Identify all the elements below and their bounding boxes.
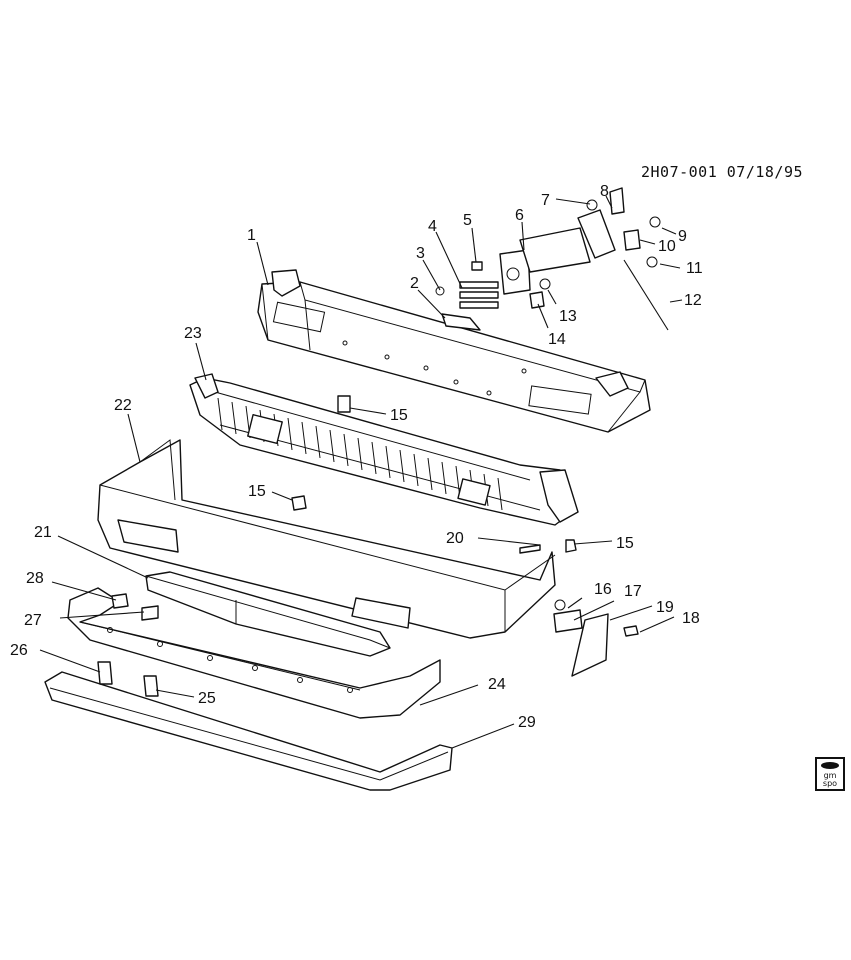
part-energy-absorber [189, 373, 579, 526]
callout-19: 19 [656, 599, 674, 616]
callout-25: 25 [198, 690, 216, 707]
gm-spo-logo: gm spo [815, 757, 845, 791]
callout-4: 4 [428, 218, 437, 235]
callout-12: 12 [684, 292, 702, 309]
callout-14: 14 [548, 331, 566, 348]
part-lower-molding [44, 671, 453, 791]
callout-29: 29 [518, 714, 536, 731]
callout-13: 13 [559, 308, 577, 325]
callout-28: 28 [26, 570, 44, 587]
callout-8: 8 [600, 183, 609, 200]
gm-logo-oval-icon [821, 762, 839, 769]
diagram-reference-code: 2H07-001 07/18/95 [641, 163, 804, 181]
part-impact-bar [257, 269, 651, 433]
logo-text-spo: spo [822, 779, 838, 788]
callout-18: 18 [682, 610, 700, 627]
part-reinforcement [145, 571, 391, 657]
callout-7: 7 [541, 192, 550, 209]
callout-11: 11 [686, 260, 703, 277]
callout-10: 10 [658, 238, 676, 255]
logo-text-gm: gm [823, 771, 837, 780]
callout-27: 27 [24, 612, 42, 629]
callout-2: 2 [410, 275, 419, 292]
callout-22: 22 [114, 397, 132, 414]
callout-24: 24 [488, 676, 506, 693]
part-hardware [97, 187, 669, 697]
callout-3: 3 [416, 245, 425, 262]
callout-15-middle: 15 [248, 483, 266, 500]
callout-17: 17 [624, 583, 642, 600]
callout-6: 6 [515, 207, 524, 224]
callout-9: 9 [678, 228, 687, 245]
callout-23: 23 [184, 325, 202, 342]
callout-26: 26 [10, 642, 28, 659]
callout-labels: 1 2 3 4 5 6 7 8 9 10 11 12 13 14 15 15 1… [10, 183, 703, 731]
callout-leaders [39, 195, 683, 749]
callout-5: 5 [463, 212, 472, 229]
callout-16: 16 [594, 581, 612, 598]
callout-21: 21 [34, 524, 52, 541]
callout-15-right: 15 [616, 535, 634, 552]
callout-1: 1 [247, 227, 256, 244]
part-fascia [97, 439, 556, 639]
callout-20: 20 [446, 530, 464, 547]
callout-15-upper: 15 [390, 407, 408, 424]
